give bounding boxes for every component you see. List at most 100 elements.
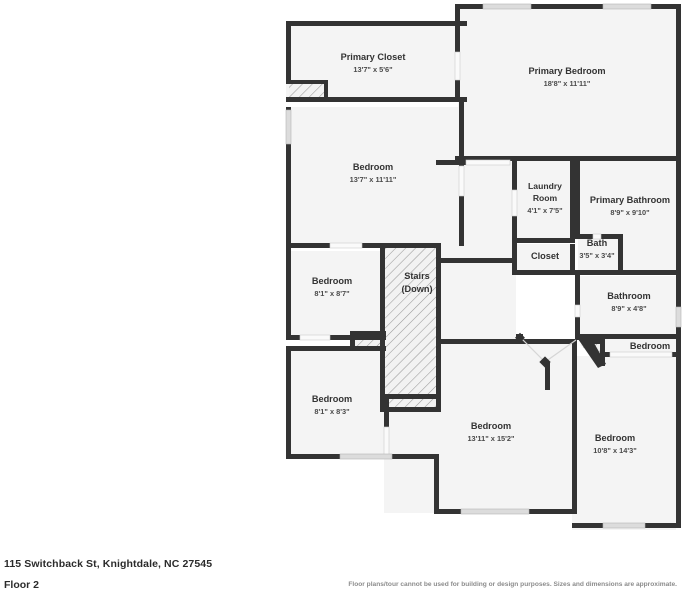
door-bath bbox=[592, 233, 602, 240]
label-bath-name: Bath bbox=[587, 238, 608, 248]
door-swing-line-2 bbox=[544, 339, 577, 363]
wall-lowermid-left-a bbox=[384, 394, 389, 458]
label-primary-bedroom-name: Primary Bedroom bbox=[528, 66, 605, 76]
wall-lowermid-topleft bbox=[384, 394, 440, 399]
fill-hall-upper bbox=[440, 160, 516, 250]
label-primary-closet-dim: 13'7" x 5'6" bbox=[353, 65, 393, 74]
wall-lowermid-step bbox=[384, 454, 439, 459]
fill-primary-bathroom bbox=[578, 160, 676, 238]
label-bedroom-nook-name: Bedroom bbox=[630, 341, 670, 351]
label-bath-dim: 3'5" x 3'4" bbox=[579, 251, 615, 260]
fill-bedroom-nook bbox=[604, 338, 676, 356]
door-nook bbox=[609, 351, 673, 358]
wall-bathroom-left-b bbox=[575, 316, 580, 340]
wall-bath-right bbox=[618, 234, 623, 274]
wall-bedroom-upper-right-b bbox=[459, 196, 464, 246]
wall-bathroom-bottom bbox=[575, 334, 681, 339]
hatch-closet-shelf bbox=[289, 80, 326, 100]
label-bathroom-dim: 8'9" x 4'8" bbox=[611, 304, 647, 313]
wall-laundry-left-b bbox=[512, 216, 517, 248]
label-bedroom-lower-left-dim: 8'1" x 8'3" bbox=[314, 407, 350, 416]
window-bedroom-upper-left bbox=[285, 109, 292, 145]
wall-closet-shelf-right bbox=[324, 80, 328, 100]
label-bedroom-lower-mid-name: Bedroom bbox=[471, 421, 511, 431]
label-stairs-direction: (Down) bbox=[401, 284, 432, 294]
wall-closet-top bbox=[286, 21, 467, 26]
fill-bedroom-upper-left bbox=[286, 107, 463, 247]
wall-left-exterior-upper bbox=[286, 107, 291, 247]
wall-stairs-right bbox=[436, 243, 441, 411]
wall-bathroom-left-a bbox=[575, 275, 580, 305]
wall-bedroom-upper-right-a bbox=[459, 102, 464, 166]
wall-closet-shelf-top bbox=[286, 80, 328, 84]
wall-right-exterior-bath-a bbox=[676, 275, 681, 307]
wall-nook-diagonal bbox=[576, 336, 606, 368]
wall-closet-bottom bbox=[286, 97, 467, 102]
floor-label: Floor 2 bbox=[4, 579, 40, 591]
wall-midleft-bottom bbox=[286, 335, 386, 340]
label-primary-bedroom-dim: 18'8" x 11'11" bbox=[544, 79, 591, 88]
label-stairs-name: Stairs bbox=[404, 271, 430, 281]
wall-right-exterior-upper bbox=[676, 160, 681, 272]
door-hall-top bbox=[465, 159, 511, 166]
door-bedroom-mid-bottom bbox=[299, 334, 331, 341]
wall-landing-top bbox=[350, 331, 386, 336]
window-primary-top-2 bbox=[602, 3, 652, 10]
wall-stairs-top bbox=[380, 243, 440, 248]
fill-bedroom-mid-left bbox=[286, 251, 384, 335]
wall-lowermid-top bbox=[436, 339, 576, 344]
wall-laundry-right-b bbox=[570, 160, 575, 238]
wall-closet2-right bbox=[570, 244, 575, 275]
window-bedroom-lower-right bbox=[602, 522, 646, 529]
window-primary-top-1 bbox=[482, 3, 532, 10]
windows bbox=[285, 3, 682, 529]
door-hinge-left bbox=[516, 334, 523, 339]
floor-plan-canvas: Primary Closet 13'7" x 5'6" Primary Bedr… bbox=[285, 3, 682, 530]
label-closet-name: Closet bbox=[531, 251, 559, 261]
wall-closet2-bottom bbox=[512, 270, 575, 275]
wall-right-exterior-lower bbox=[676, 352, 681, 528]
door-bedroom-upper-right bbox=[458, 165, 465, 197]
door-bathroom bbox=[574, 304, 581, 318]
fill-bedroom-lower-left bbox=[286, 350, 384, 456]
door-bedroom-lower-left bbox=[383, 426, 390, 456]
disclaimer-text: Floor plans/tour cannot be used for buil… bbox=[348, 581, 677, 588]
wall-primary-top bbox=[455, 4, 680, 9]
window-bedroom-lower-left bbox=[339, 453, 393, 460]
wall-lowerleft-top bbox=[286, 346, 386, 351]
wall-bath-top-a bbox=[575, 234, 593, 239]
wall-stairs-left bbox=[380, 247, 385, 411]
wall-left-exterior-mid bbox=[286, 247, 291, 339]
label-bedroom-lower-right-name: Bedroom bbox=[595, 433, 635, 443]
wall-primary-left-b bbox=[455, 80, 460, 102]
label-laundry-line2: Room bbox=[533, 193, 558, 203]
door-bedroom-upper-bottom bbox=[329, 242, 363, 249]
label-bedroom-lower-right-dim: 10'8" x 14'3" bbox=[593, 446, 637, 455]
wall-hall-right-upper bbox=[436, 258, 516, 263]
wall-bath-top-b bbox=[600, 234, 622, 239]
wall-stairs-bottom bbox=[380, 407, 441, 412]
wall-bathroom-top bbox=[575, 270, 681, 275]
fill-closet bbox=[516, 244, 574, 272]
label-bedroom-mid-left-name: Bedroom bbox=[312, 276, 352, 286]
door-swing-markers bbox=[515, 332, 551, 390]
window-bedroom-lower-mid bbox=[460, 508, 530, 515]
label-bedroom-lower-mid-dim: 13'11" x 15'2" bbox=[467, 434, 515, 443]
door-jamb-vertical bbox=[545, 362, 550, 390]
wall-closet-left-upper bbox=[286, 21, 291, 84]
fill-primary-bedroom bbox=[458, 8, 676, 160]
wall-left-exterior-lower bbox=[286, 346, 291, 458]
label-primary-bathroom-dim: 8'9" x 9'10" bbox=[610, 208, 650, 217]
label-bedroom-lower-left-name: Bedroom bbox=[312, 394, 352, 404]
wall-right-exterior-bath-b bbox=[676, 326, 681, 356]
label-bathroom-name: Bathroom bbox=[607, 291, 650, 301]
wall-hall-top bbox=[436, 160, 466, 165]
label-bedroom-upper-left-name: Bedroom bbox=[353, 162, 393, 172]
label-laundry-dim: 4'1" x 7'5" bbox=[527, 206, 563, 215]
wall-primarybath-left bbox=[575, 160, 580, 238]
fill-bathroom bbox=[578, 276, 676, 334]
door-primary-left bbox=[454, 51, 461, 81]
label-bedroom-mid-left-dim: 8'1" x 8'7" bbox=[314, 289, 350, 298]
wall-laundry-left-a bbox=[512, 156, 517, 190]
label-primary-bathroom-name: Primary Bathroom bbox=[590, 195, 670, 205]
